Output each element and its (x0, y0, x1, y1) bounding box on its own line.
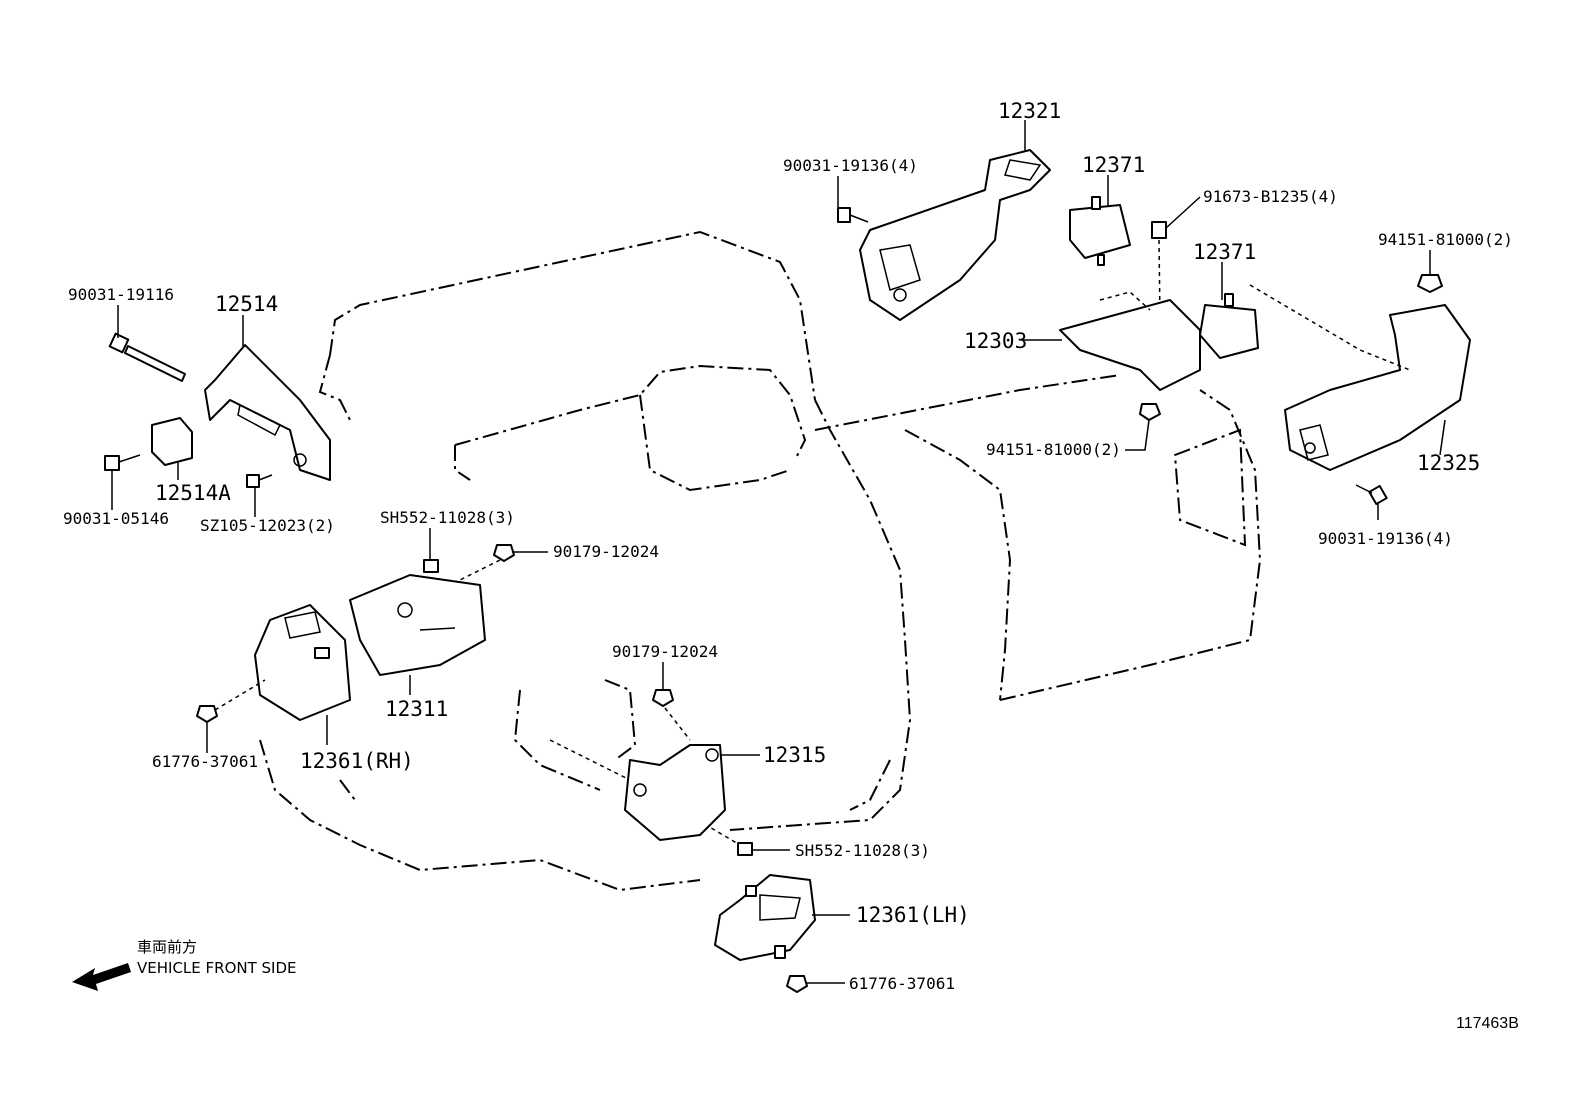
bolt-sz105 (246, 474, 273, 488)
label-sz105: SZ105-12023(2) (200, 516, 335, 535)
bolt-sh552-top (423, 559, 439, 573)
vehicle-front-indicator: 車両前方 VEHICLE FRONT SIDE (72, 938, 297, 991)
front-arrow-icon (72, 963, 131, 991)
label-sh552-top: SH552-11028(3) (380, 508, 515, 527)
insulator-12371-mid (1199, 293, 1259, 359)
label-12315: 12315 (763, 743, 826, 767)
label-sh552-bottom: SH552-11028(3) (795, 841, 930, 860)
dotted-guide-right (1249, 284, 1411, 371)
label-90179-top: 90179-12024 (553, 542, 659, 561)
bracket-12325 (1284, 304, 1471, 471)
nut-90179-top (493, 544, 515, 562)
diagram-code: 117463B (1456, 1015, 1519, 1032)
dotted-guide-12311 (399, 559, 501, 611)
label-90031-19116: 90031-19116 (68, 285, 174, 304)
label-12325: 12325 (1417, 451, 1480, 475)
bracket-12321 (859, 149, 1051, 321)
dotted-guide-rh (214, 679, 266, 711)
label-12514: 12514 (215, 292, 278, 316)
bolt-90031-05146 (104, 454, 141, 471)
label-61776-left: 61776-37061 (152, 752, 258, 771)
label-12514A: 12514A (155, 481, 231, 505)
label-94151-mid: 94151-81000(2) (986, 440, 1121, 459)
nut-61776-bottom (786, 975, 808, 993)
bolt-90031-top (837, 207, 869, 223)
crossmember-12303 (1059, 291, 1201, 391)
bracket-12315 (624, 744, 726, 841)
part-labels: 12321 90031-19136(4) 12371 91673-B1235(4… (63, 99, 1513, 993)
direction-english: VEHICLE FRONT SIDE (137, 959, 297, 977)
label-12321: 12321 (998, 99, 1061, 123)
label-12303: 12303 (964, 329, 1027, 353)
bracket-12514 (204, 344, 331, 481)
bolt-sh552-bottom (737, 842, 753, 856)
direction-japanese: 車両前方 (137, 938, 197, 956)
label-91673: 91673-B1235(4) (1203, 187, 1338, 206)
label-61776-bottom: 61776-37061 (849, 974, 955, 993)
label-12371-top: 12371 (1082, 153, 1145, 177)
label-12361-lh: 12361(LH) (856, 903, 970, 927)
bracket-12311 (349, 574, 486, 676)
bolt-90031-19116 (108, 332, 186, 382)
insulator-12361-lh (714, 874, 816, 961)
label-90031-05146: 90031-05146 (63, 509, 169, 528)
insulator-12361-rh (254, 604, 351, 721)
engine-outline (259, 230, 1262, 892)
label-12311: 12311 (385, 697, 448, 721)
label-12361-rh: 12361(RH) (300, 749, 414, 773)
nut-94151-right (1417, 274, 1443, 293)
label-90031-19136-top: 90031-19136(4) (783, 156, 918, 175)
label-90031-19136-right: 90031-19136(4) (1318, 529, 1453, 548)
nut-61776-left (196, 705, 218, 723)
bolt-90031-right (1355, 484, 1388, 506)
block-12514A (151, 417, 193, 466)
insulator-12371-top (1069, 196, 1131, 266)
nut-94151-mid (1139, 403, 1161, 421)
label-12371-mid: 12371 (1193, 240, 1256, 264)
label-90179-mid: 90179-12024 (612, 642, 718, 661)
label-94151-right: 94151-81000(2) (1378, 230, 1513, 249)
nut-90179-mid (652, 689, 674, 707)
leader-lines (111, 120, 1446, 984)
